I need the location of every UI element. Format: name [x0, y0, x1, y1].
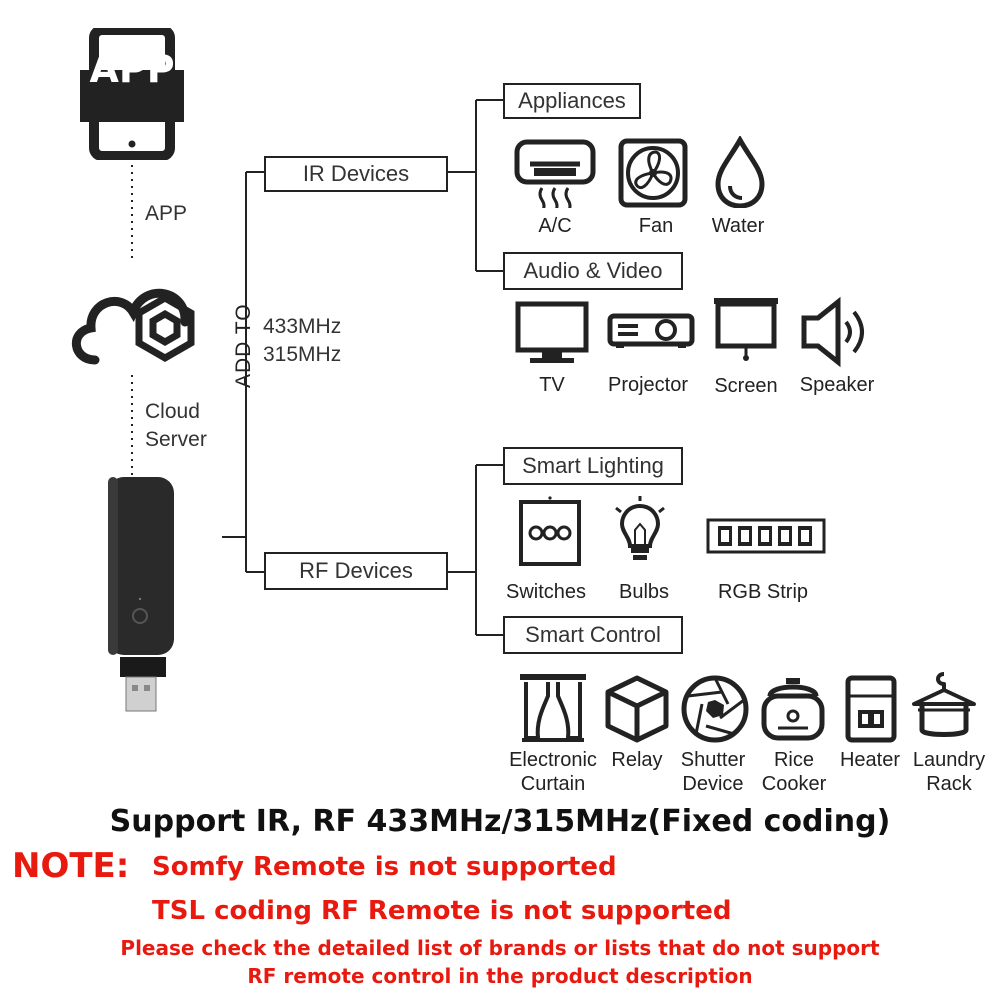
speaker-icon [801, 296, 864, 368]
freq-315: 315MHz [263, 343, 342, 366]
water-heater-icon [845, 675, 897, 743]
projector-icon [607, 313, 695, 348]
water-label: Water [711, 215, 765, 237]
curtain-label-2: Curtain [520, 773, 586, 795]
projector-label: Projector [607, 374, 689, 396]
bulb-icon [615, 496, 665, 560]
app-label: APP [145, 202, 188, 225]
curtain-label-1: Electronic [509, 749, 597, 771]
note-brands-line1: Please check the detailed list of brands… [120, 936, 880, 960]
add-to-label: ADD TO [232, 303, 255, 388]
projection-screen-icon [714, 298, 778, 361]
rgb-strip-label: RGB Strip [717, 581, 809, 603]
cloud-server-icon [71, 288, 195, 365]
note-heading: NOTE: [12, 846, 130, 886]
shutter-label-2: Device [682, 773, 744, 795]
freq-433: 433MHz [263, 315, 342, 338]
ir-devices-box: IR Devices [264, 156, 448, 192]
relay-label: Relay [611, 749, 663, 771]
speaker-label: Speaker [799, 374, 875, 396]
note-tsl: TSL coding RF Remote is not supported [152, 896, 732, 926]
rf-devices-box: RF Devices [264, 552, 448, 590]
relay-cube-icon [605, 675, 669, 743]
appliances-box: Appliances [503, 83, 641, 119]
ac-label: A/C [538, 215, 572, 237]
smart-control-box: Smart Control [503, 616, 683, 654]
water-drop-icon [715, 136, 765, 208]
shutter-label-1: Shutter [680, 749, 746, 771]
tv-icon [515, 301, 589, 363]
wall-switch-icon [519, 496, 581, 566]
connector-lines [131, 99, 503, 636]
note-brands-line2: RF remote control in the product descrip… [247, 964, 753, 988]
heater-label: Heater [839, 749, 901, 771]
note-somfy: Somfy Remote is not supported [152, 852, 617, 882]
support-statement: Support IR, RF 433MHz/315MHz(Fixed codin… [109, 804, 891, 839]
fan-label: Fan [638, 215, 674, 237]
led-strip-icon [706, 518, 826, 554]
phone-app-icon [80, 28, 184, 160]
screen-label: Screen [714, 375, 778, 397]
rice-cooker-icon [761, 678, 825, 741]
curtain-icon [520, 674, 586, 742]
laundry-label-2: Rack [926, 773, 972, 795]
smart-lighting-box: Smart Lighting [503, 447, 683, 485]
rice-cooker-label-2: Cooker [761, 773, 827, 795]
air-conditioner-icon [514, 139, 596, 208]
laundry-label-1: Laundry [912, 749, 986, 771]
tv-label: TV [539, 374, 565, 396]
switches-label: Switches [505, 581, 587, 603]
fan-icon [618, 138, 688, 208]
app-icon-text: APP [89, 47, 175, 91]
usb-dongle-image [108, 477, 174, 712]
cloud-label-line1: Cloud [145, 400, 200, 423]
audio-video-box: Audio & Video [503, 252, 683, 290]
laundry-rack-icon [912, 672, 976, 737]
cloud-label-line2: Server [145, 428, 207, 451]
rice-cooker-label-1: Rice [773, 749, 814, 771]
shutter-icon [681, 675, 749, 743]
bulbs-label: Bulbs [618, 581, 670, 603]
